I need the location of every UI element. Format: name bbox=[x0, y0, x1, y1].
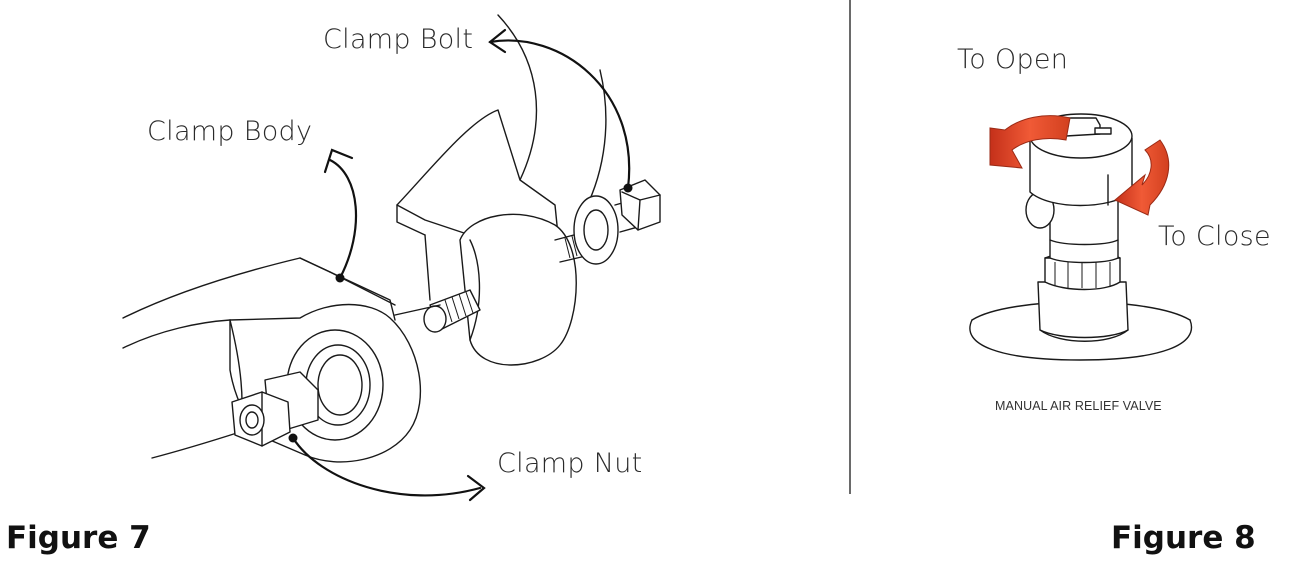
figure-8-title: Figure 8 bbox=[1111, 520, 1256, 556]
clamp-bolt-leader bbox=[488, 39, 631, 190]
clamp-nut-leader bbox=[291, 436, 482, 497]
valve-caption: MANUAL AIR RELIEF VALVE bbox=[995, 399, 1162, 413]
figure-7-title: Figure 7 bbox=[6, 520, 151, 556]
clamp-body-leader bbox=[328, 158, 358, 280]
open-direction-arrow bbox=[989, 115, 1071, 169]
clamp-bolt-dot bbox=[623, 183, 633, 193]
clamp-nut-label: Clamp Nut bbox=[497, 448, 643, 479]
close-direction-arrow bbox=[1114, 139, 1170, 216]
clamp-body-dot bbox=[335, 273, 345, 283]
clamp-body-label: Clamp Body bbox=[147, 116, 313, 147]
clamp-body-arrowhead bbox=[323, 148, 354, 174]
clamp-bolt-label: Clamp Bolt bbox=[323, 24, 474, 55]
clamp-nut-arrowhead bbox=[466, 474, 486, 502]
to-open-label: To Open bbox=[957, 44, 1069, 75]
clamp-bolt-arrowhead bbox=[488, 28, 507, 54]
clamp-nut-dot bbox=[288, 433, 298, 443]
clamp-assembly-drawing bbox=[122, 14, 661, 463]
to-close-label: To Close bbox=[1158, 221, 1271, 252]
